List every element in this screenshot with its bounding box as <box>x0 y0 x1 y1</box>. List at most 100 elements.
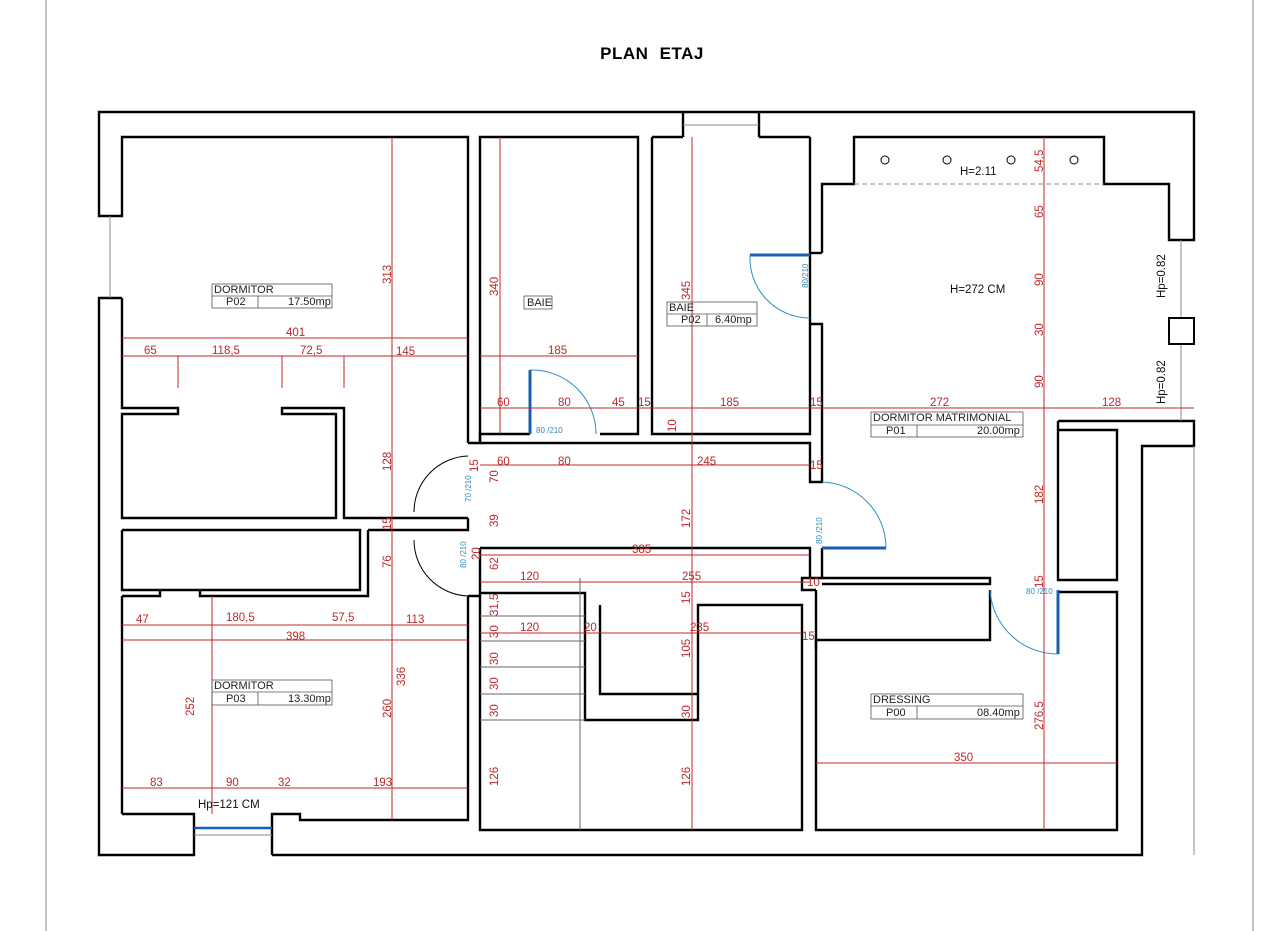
room-master-area: 20.00mp <box>977 425 1020 437</box>
dim-30b: 30 <box>489 652 501 665</box>
dim-32: 32 <box>278 777 291 789</box>
dim-90c: 90 <box>1034 375 1046 388</box>
column-box <box>1168 317 1195 345</box>
dim-57-5: 57,5 <box>332 612 354 624</box>
door-size-2: 70 /210 <box>464 475 473 502</box>
dimension-labels: 401 65 118,5 72,5 145 185 60 80 45 15 18… <box>136 327 1121 789</box>
room-baie-2-code: P02 <box>681 314 701 326</box>
dim-276-5: 276,5 <box>1034 701 1046 730</box>
dim-15b: 15 <box>810 397 823 409</box>
page-title: PLAN ETAJ <box>584 38 720 70</box>
dim-45: 45 <box>612 397 625 409</box>
balcony-railing <box>880 155 1079 165</box>
dim-10a: 10 <box>667 419 679 432</box>
dim-60a: 60 <box>497 397 510 409</box>
dimension-lines <box>122 137 1194 830</box>
dim-255: 255 <box>682 571 701 583</box>
door-size-5: 80 /210 <box>1026 587 1053 596</box>
dim-350: 350 <box>954 752 973 764</box>
dim-83: 83 <box>150 777 163 789</box>
hp-bottom: Hp=121 CM <box>198 799 260 811</box>
dim-31-5: 31,5 <box>489 594 501 616</box>
dim-398: 398 <box>286 631 305 643</box>
dim-15h: 15 <box>1034 575 1046 588</box>
room-baie-2-area: 6.40mp <box>715 314 752 326</box>
doors <box>194 253 1060 830</box>
dim-145: 145 <box>396 346 415 358</box>
dim-105: 105 <box>681 639 693 658</box>
dim-60b: 60 <box>497 456 510 468</box>
dim-235: 235 <box>690 622 709 634</box>
door-size-6: 80 /210 <box>459 541 468 568</box>
dim-272: 272 <box>930 397 949 409</box>
dim-47: 47 <box>136 614 149 626</box>
dim-126a: 126 <box>489 767 501 786</box>
door-size-1: 80 /210 <box>536 426 563 435</box>
dim-90a: 90 <box>226 777 239 789</box>
dim-80a: 80 <box>558 397 571 409</box>
dim-185b: 185 <box>720 397 739 409</box>
room-dormitor-p03-code: P03 <box>226 693 246 705</box>
outer-walls <box>97 110 1196 857</box>
room-dormitor-p02-code: P02 <box>226 296 246 308</box>
room-dressing-area: 08.40mp <box>977 707 1020 719</box>
dim-20b: 20 <box>584 622 597 634</box>
room-dressing-name: DRESSING <box>873 694 930 706</box>
dim-245: 245 <box>697 456 716 468</box>
room-dressing-code: P00 <box>886 707 906 719</box>
dim-30a: 30 <box>489 625 501 638</box>
dim-65: 65 <box>144 345 157 357</box>
dim-193: 193 <box>373 777 392 789</box>
dim-15g: 15 <box>681 591 693 604</box>
dim-252: 252 <box>185 697 197 716</box>
dim-62: 62 <box>489 557 501 570</box>
dim-70: 70 <box>489 470 501 483</box>
dim-185a: 185 <box>548 345 567 357</box>
room-dormitor-p03-name: DORMITOR <box>214 680 274 692</box>
dim-313: 313 <box>382 265 394 284</box>
dim-126b: 126 <box>681 767 693 786</box>
room-dormitor-p03-area: 13.30mp <box>288 693 331 705</box>
dim-15c: 15 <box>810 460 823 472</box>
dim-54-5: 54,5 <box>1034 150 1046 172</box>
dim-10b: 10 <box>807 577 820 589</box>
room-master-name: DORMITOR MATRIMONIAL <box>873 412 1011 424</box>
room-master-code: P01 <box>886 425 906 437</box>
dim-128a: 128 <box>1102 397 1121 409</box>
dim-90b: 90 <box>1034 273 1046 286</box>
dim-30e: 30 <box>681 705 693 718</box>
dim-76: 76 <box>382 555 394 568</box>
dim-336: 336 <box>396 667 408 686</box>
dim-65b: 65 <box>1034 205 1046 218</box>
dim-15d: 15 <box>382 517 394 530</box>
dim-120b: 120 <box>520 622 539 634</box>
room-dormitor-p02-area: 17.50mp <box>288 296 331 308</box>
room-baie-1-name: BAIE <box>527 297 552 309</box>
windows <box>109 124 1195 855</box>
hp-upper: Hp=0.82 <box>1156 254 1168 298</box>
door-size-3: 80/210 <box>801 263 810 288</box>
dim-15e: 15 <box>469 459 481 472</box>
interior-walls <box>120 135 1119 832</box>
dim-30d: 30 <box>489 704 501 717</box>
dim-340: 340 <box>489 277 501 296</box>
dim-120a: 120 <box>520 571 539 583</box>
dim-385: 385 <box>632 544 651 556</box>
door-size-4: 80 /210 <box>815 517 824 544</box>
dim-20: 20 <box>471 547 483 560</box>
dim-401: 401 <box>286 327 305 339</box>
room-label-boxes <box>211 283 1024 720</box>
dim-118-5: 118,5 <box>212 345 240 357</box>
dim-260: 260 <box>382 699 394 718</box>
dim-15f: 15 <box>802 631 815 643</box>
dim-180-5: 180,5 <box>226 612 255 624</box>
dim-30f: 30 <box>1034 323 1046 336</box>
dim-182: 182 <box>1034 485 1046 504</box>
dim-113: 113 <box>406 614 424 626</box>
height-balcony: H=2.11 <box>960 166 997 178</box>
dim-128b: 128 <box>382 452 394 471</box>
hp-lower: Hp=0.82 <box>1156 360 1168 404</box>
dim-15a: 15 <box>638 397 651 409</box>
room-baie-2-name: BAIE <box>669 302 694 314</box>
